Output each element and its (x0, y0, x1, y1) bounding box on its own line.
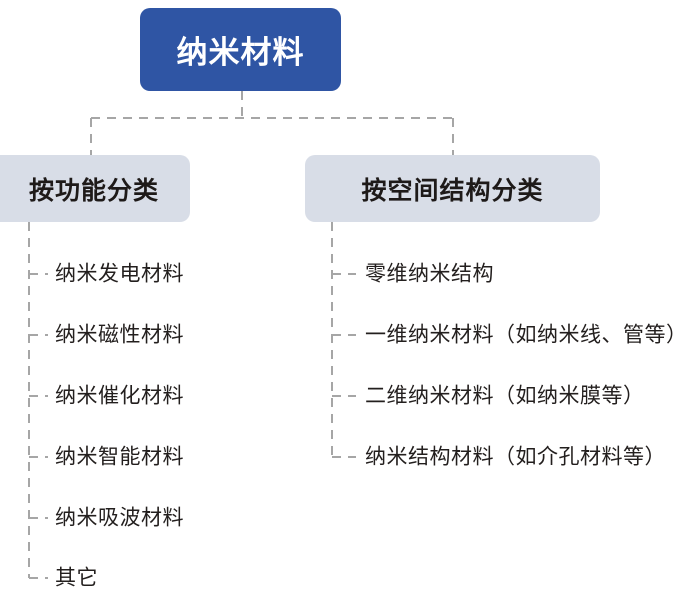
leaf-node[interactable]: 纳米智能材料 (55, 445, 184, 469)
leaf-node[interactable]: 纳米磁性材料 (55, 323, 184, 347)
leaf-node[interactable]: 其它 (55, 566, 98, 590)
leaf-node[interactable]: 纳米吸波材料 (55, 506, 184, 530)
leaf-node[interactable]: 纳米催化材料 (55, 384, 184, 408)
branch-node-by-spatial-structure[interactable]: 按空间结构分类 (305, 155, 600, 222)
leaf-node[interactable]: 纳米发电材料 (55, 262, 184, 286)
leaf-node[interactable]: 纳米结构材料（如介孔材料等） (365, 445, 666, 469)
leaf-node[interactable]: 零维纳米结构 (365, 262, 494, 286)
root-node-label: 纳米材料 (176, 35, 305, 70)
leaf-node[interactable]: 二维纳米材料（如纳米膜等） (365, 384, 645, 408)
branch-node-label: 按空间结构分类 (361, 176, 544, 205)
root-node[interactable]: 纳米材料 (140, 8, 341, 91)
branch-node-by-function[interactable]: 按功能分类 (0, 155, 190, 222)
leaf-node[interactable]: 一维纳米材料（如纳米线、管等） (365, 323, 688, 347)
branch-node-label: 按功能分类 (28, 176, 159, 205)
